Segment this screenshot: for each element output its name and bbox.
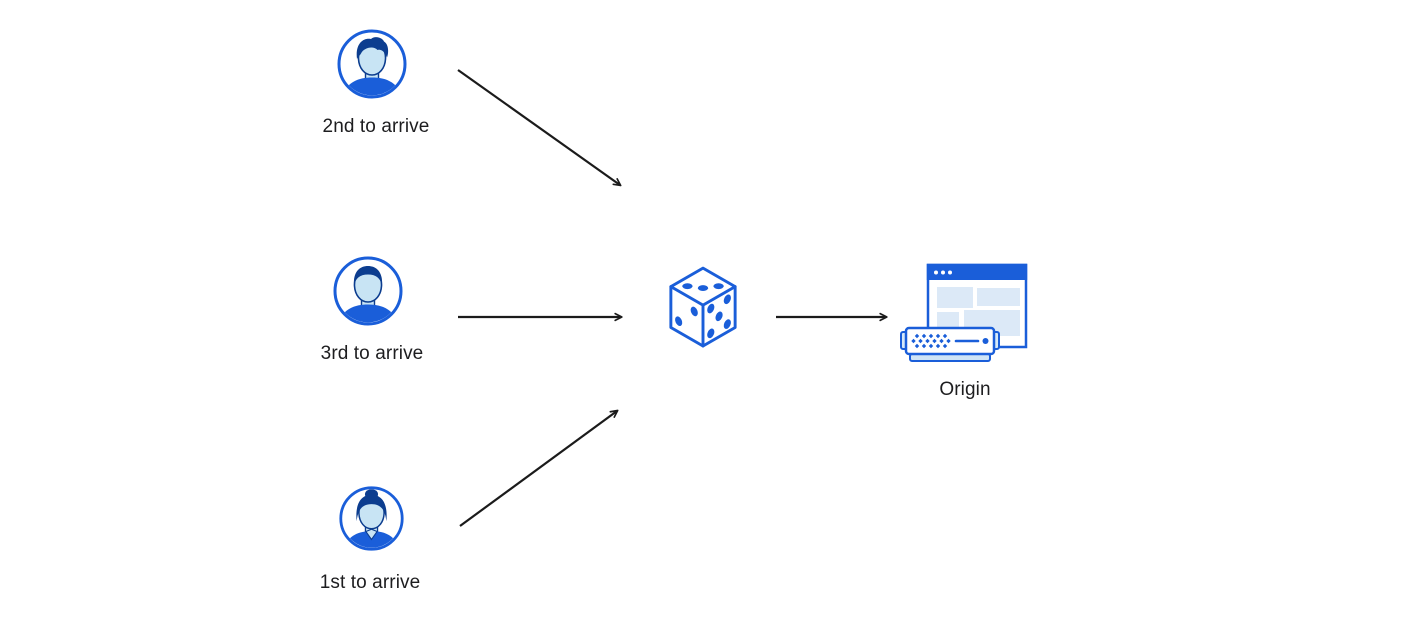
origin-server-browser-icon: [900, 263, 1028, 362]
label-origin: Origin: [939, 379, 991, 400]
label-user-first: 1st to arrive: [319, 572, 421, 593]
dice-icon: [669, 266, 737, 348]
label-user-second: 2nd to arrive: [322, 116, 430, 137]
person-female-bun-hair-icon: [339, 486, 404, 551]
node-user-third: [332, 255, 404, 327]
person-male-short-hair-icon: [333, 256, 403, 326]
arrow-first-to-dice: [459, 409, 619, 527]
node-origin: [893, 262, 1030, 365]
node-user-second: [336, 28, 408, 100]
person-male-swoop-hair-icon: [337, 29, 407, 99]
server-vent-pattern: [911, 333, 951, 349]
arrow-second-to-dice: [457, 69, 622, 187]
label-user-third: 3rd to arrive: [320, 343, 424, 364]
node-user-first: [338, 485, 405, 552]
node-randomizer: [666, 265, 740, 355]
